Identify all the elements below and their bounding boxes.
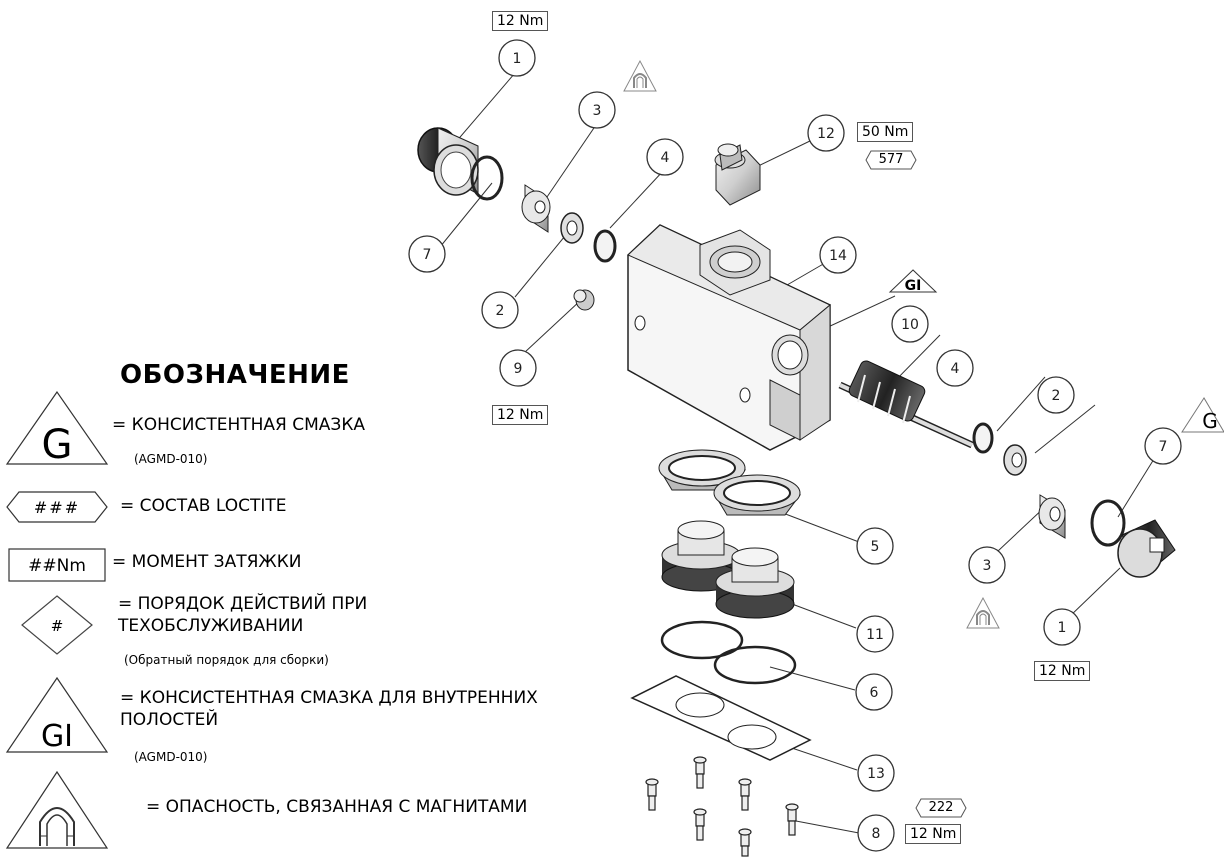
legend-title: ОБОЗНАЧЕНИЕ: [120, 360, 350, 390]
balloon-b4-top: [646, 138, 684, 176]
legend-sequence-text-line2: ТЕХОБСЛУЖИВАНИИ: [118, 616, 304, 636]
balloon-number-b14: 14: [829, 248, 847, 264]
torque-label-part1-right: 12 Nm: [1034, 661, 1091, 681]
legend-sequence-note: (Обратный порядок для сборки): [124, 653, 329, 667]
part-12-fitting: [714, 143, 761, 206]
part-3-magnet-right: [1038, 494, 1066, 539]
part-3-magnet-top: [521, 184, 551, 233]
torque-label-part9: 12 Nm: [492, 405, 549, 425]
g-symbol-text: G: [1202, 409, 1218, 433]
balloon-b10: [891, 305, 929, 343]
legend-magnet-text: = ОПАСНОСТЬ, СВЯЗАННАЯ С МАГНИТАМИ: [146, 797, 528, 817]
balloon-number-b5: 5: [871, 539, 880, 555]
balloon-b13: [857, 754, 895, 792]
balloon-number-b1-right: 1: [1058, 620, 1067, 636]
gi-symbol-text: GI: [905, 278, 922, 294]
balloon-number-b12: 12: [817, 126, 835, 142]
balloon-number-b3-top: 3: [593, 103, 602, 119]
legend-internal-grease-letters: GI: [41, 719, 73, 754]
balloon-number-b13: 13: [867, 766, 885, 782]
legend-grease-note: (AGMD-010): [134, 452, 208, 466]
balloon-b7-top: [408, 235, 446, 273]
loctite-text-577: 577: [878, 152, 904, 167]
balloon-b7-right: [1144, 427, 1182, 465]
part-7-oring-right: [1090, 499, 1126, 547]
balloon-b11: [856, 615, 894, 653]
legend: ОБОЗНАЧЕНИЕ G = КОНСИСТЕНТНАЯ СМАЗКА (AG…: [5, 360, 538, 849]
legend-sequence-text-line1: = ПОРЯДОК ДЕЙСТВИЙ ПРИ: [118, 594, 368, 614]
part-5-seals: [658, 449, 801, 516]
legend-torque-symbol: ##Nm: [8, 548, 106, 582]
part-1-sleeve-top: [417, 127, 479, 196]
legend-torque-symbol-text: ##Nm: [28, 556, 86, 576]
balloon-b4-right: [936, 349, 974, 387]
balloon-number-b10: 10: [901, 317, 919, 333]
legend-loctite-symbol-text: ###: [34, 498, 80, 517]
legend-grease-letter: G: [42, 422, 73, 466]
balloon-number-b11: 11: [866, 627, 884, 643]
loctite-label-part12: 577: [865, 150, 917, 170]
part-2-collar-right: [1003, 444, 1027, 476]
balloon-number-b1-top: 1: [513, 51, 522, 67]
part-2-collar-top: [560, 212, 584, 244]
legend-loctite-symbol: ###: [6, 491, 108, 523]
balloon-b1-right: [1043, 608, 1081, 646]
part-9-plug: [573, 289, 595, 311]
magnet-hazard-icon-top: [623, 59, 657, 92]
legend-internal-grease-note: (AGMD-010): [134, 750, 208, 764]
loctite-label-part8: 222: [915, 798, 967, 818]
part-8-screws: [645, 756, 799, 857]
torque-label-part12: 50 Nm: [857, 122, 914, 142]
leader-lines: [439, 72, 1155, 834]
legend-torque-text: = МОМЕНТ ЗАТЯЖКИ: [112, 552, 302, 572]
balloon-b2-top: [481, 291, 519, 329]
part-6-orings: [660, 620, 797, 685]
balloon-b9: [499, 349, 537, 387]
balloon-number-b3-right: 3: [983, 558, 992, 574]
balloon-number-b7-top: 7: [423, 247, 432, 263]
g-grease-symbol: G: [1181, 397, 1224, 433]
legend-sequence-symbol-text: #: [51, 617, 64, 635]
balloon-b3-top: [578, 91, 616, 129]
balloon-b14: [819, 236, 857, 274]
balloon-number-b7-right: 7: [1159, 439, 1168, 455]
part-13-gasket: [630, 675, 812, 761]
legend-magnet-icon: [5, 770, 109, 849]
legend-grease-symbol: G: [5, 390, 109, 466]
loctite-text-222: 222: [928, 800, 954, 815]
balloon-number-b9: 9: [514, 361, 523, 377]
part-1-sleeve-right: [1117, 519, 1176, 578]
balloon-b6: [855, 673, 893, 711]
torque-label-part8: 12 Nm: [905, 824, 962, 844]
legend-internal-grease-symbol: GI: [5, 676, 109, 754]
balloon-number-b2-right: 2: [1052, 388, 1061, 404]
balloon-number-b8: 8: [872, 826, 881, 842]
part-7-oring-top: [470, 155, 504, 201]
legend-internal-grease-text-line2: ПОЛОСТЕЙ: [120, 710, 219, 730]
balloon-number-b2-top: 2: [496, 303, 505, 319]
part-4-ring-right: [972, 422, 994, 454]
balloon-b12: [807, 114, 845, 152]
legend-loctite-text: = СОСТАВ LOCTITE: [120, 496, 287, 516]
balloon-number-b6: 6: [870, 685, 879, 701]
part-11-pistons: [661, 520, 795, 619]
balloon-b5: [856, 527, 894, 565]
legend-sequence-symbol: #: [21, 595, 93, 655]
balloon-number-b4-top: 4: [661, 150, 670, 166]
balloon-b3-right: [968, 546, 1006, 584]
torque-label-part1-top: 12 Nm: [492, 11, 549, 31]
balloon-number-b4-right: 4: [951, 361, 960, 377]
gi-grease-symbol: GI: [888, 269, 938, 294]
part-10-shaft: [838, 360, 974, 449]
balloon-b8: [857, 814, 895, 852]
legend-internal-grease-text-line1: = КОНСИСТЕНТНАЯ СМАЗКА ДЛЯ ВНУТРЕННИХ: [120, 688, 538, 708]
part-4-ring-top: [593, 229, 617, 263]
legend-grease-text: = КОНСИСТЕНТНАЯ СМАЗКА: [112, 415, 366, 435]
part-14-body: [627, 224, 831, 451]
magnet-hazard-icon-bottom: [966, 596, 1000, 629]
balloon-b1-top: [498, 39, 536, 77]
balloon-b2-right: [1037, 376, 1075, 414]
